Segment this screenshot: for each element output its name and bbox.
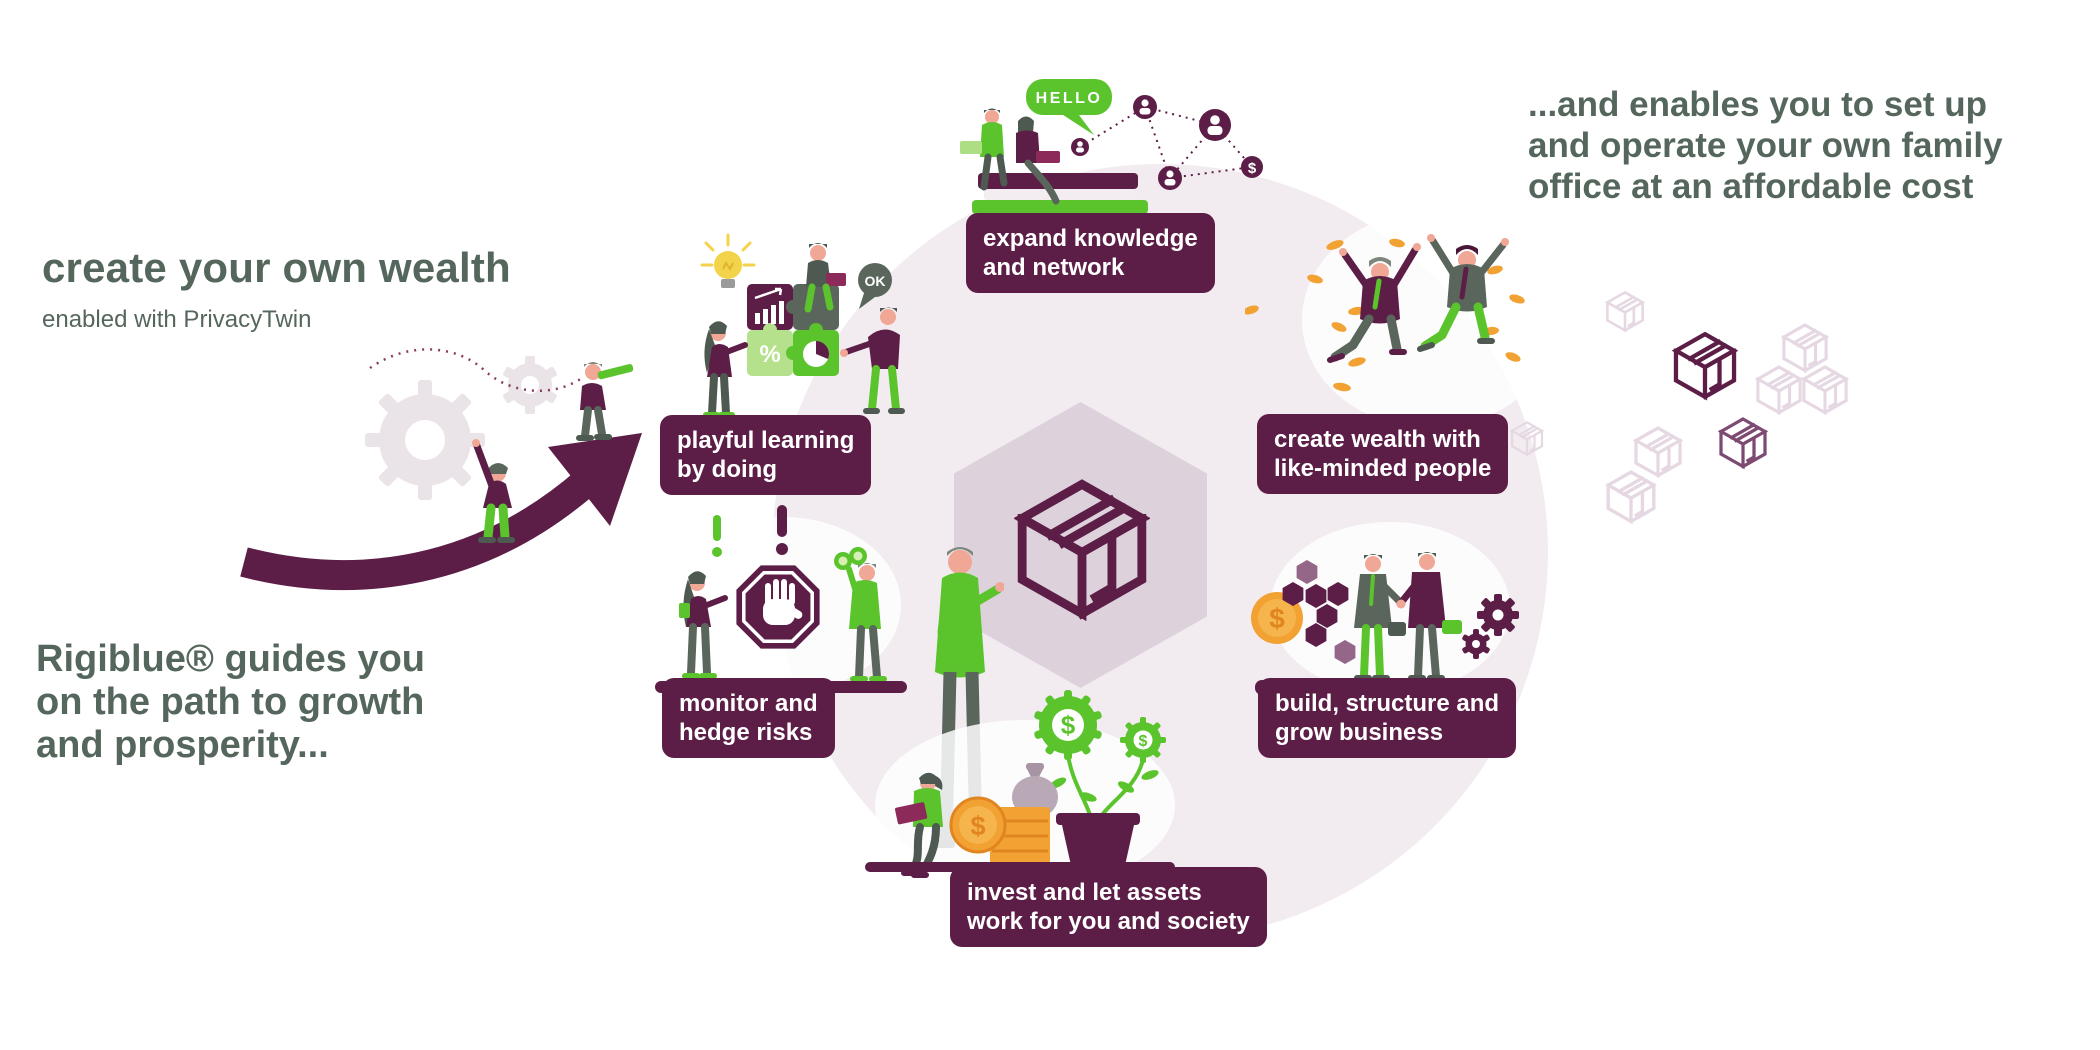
badge-line: hedge risks [679, 719, 813, 746]
badge-line: work for you and society [967, 908, 1250, 935]
briefcase-icon [1388, 622, 1406, 636]
cube-icon-light [1605, 290, 1645, 334]
network-node-person-icon [1071, 138, 1089, 156]
background-blob [1270, 522, 1510, 694]
coin-stack: $ [949, 796, 1050, 865]
laptop-icon [960, 141, 982, 154]
bar-chart-icon [754, 287, 784, 324]
laptop-icon [895, 802, 928, 825]
dollar-flower-icon: $ [1120, 717, 1166, 763]
svg-text:$: $ [1061, 710, 1076, 740]
gear-icon [503, 356, 557, 414]
svg-text:$: $ [1269, 603, 1285, 634]
badge-line: like-minded people [1274, 455, 1492, 482]
person-laptop [1016, 116, 1060, 205]
person-with-book [679, 571, 728, 679]
person-telescope [576, 362, 634, 441]
right-note-line: and operate your own family [1528, 126, 2003, 165]
badge-invest-assets: invest and let assets work for you and s… [950, 867, 1267, 947]
person-binoculars [834, 547, 887, 682]
person-handshake [1354, 554, 1406, 681]
gear-icon [365, 380, 485, 500]
right-note: ...and enables you to set up and operate… [1528, 84, 2003, 207]
left-note-line: and prosperity... [36, 724, 329, 766]
badge-line: invest and let assets [967, 879, 1202, 906]
percent-glyph: % [759, 341, 780, 368]
left-note-line: on the path to growth [36, 681, 425, 723]
binoculars-icon [834, 547, 867, 570]
knowledge-network-illustration: HELLO $ [960, 79, 1263, 220]
network-node-person-icon [1133, 95, 1157, 119]
cube-logo-icon [1014, 476, 1150, 626]
badge-line: playful learning [677, 427, 855, 454]
badge-expand-knowledge: expand knowledge and network [966, 213, 1215, 293]
headline: create your own wealth enabled with Priv… [42, 244, 511, 334]
plant-stems [1066, 754, 1145, 817]
gear-icon [1477, 594, 1519, 636]
network-node-person-icon [1199, 109, 1231, 141]
badge-playful-learning: playful learning by doing [660, 415, 872, 495]
laptop-icon [826, 273, 846, 286]
badge-line: create wealth with [1274, 426, 1481, 453]
build-business-illustration: $ [1251, 522, 1519, 695]
invest-assets-illustration: $ $ [865, 690, 1175, 885]
cube-icon-dark [1672, 330, 1738, 403]
left-note: Rigiblue® guides you on the path to grow… [36, 638, 425, 767]
svg-text:$: $ [970, 811, 985, 841]
ok-speech-bubble: OK [858, 263, 892, 309]
badge-line: expand knowledge [983, 225, 1198, 252]
growth-arrow-illustration [240, 348, 642, 590]
network-node-dollar-icon: $ [1241, 156, 1263, 178]
book-icon [679, 603, 690, 618]
badge-build-business: build, structure and grow business [1258, 678, 1517, 758]
badge-line: grow business [1275, 719, 1444, 746]
person-sitting-laptop [804, 243, 846, 313]
hello-speech-bubble: HELLO [1026, 79, 1112, 135]
stop-hand-icon [736, 565, 820, 649]
growth-arrow [240, 433, 642, 590]
plant-pot-icon [1056, 813, 1140, 870]
cube-cluster-light [1606, 426, 1682, 524]
hexagon-cluster [1282, 560, 1356, 664]
badge-line: by doing [677, 456, 777, 483]
network-node-person-icon [1158, 166, 1182, 190]
badge-line: build, structure and [1275, 690, 1500, 717]
svg-text:OK: OK [865, 273, 886, 289]
person-jumping [1417, 234, 1509, 352]
lightbulb-icon [700, 233, 756, 288]
person-pointing [472, 439, 515, 543]
cube-cluster-light [1756, 323, 1848, 415]
laptop-icon [1036, 151, 1060, 163]
monitor-risks-illustration [655, 505, 907, 693]
dollar-flower-icon: $ [1034, 690, 1102, 760]
cube-icon-medium [1718, 416, 1768, 471]
briefcase-icon [1442, 620, 1462, 634]
puzzle-learning-illustration: % OK [700, 233, 905, 418]
exclamation-icon [712, 505, 788, 557]
svg-text:HELLO: HELLO [1036, 90, 1103, 107]
svg-text:$: $ [1139, 733, 1148, 750]
right-note-line: office at an affordable cost [1528, 167, 1974, 206]
badge-create-wealth: create wealth with like-minded people [1257, 414, 1509, 494]
person-jumping [1327, 243, 1421, 363]
badge-line: and network [983, 254, 1125, 281]
svg-text:$: $ [1248, 160, 1257, 177]
person-standing [703, 321, 748, 418]
telescope-icon [597, 364, 634, 380]
pie-chart-icon [803, 341, 829, 367]
badge-line: monitor and [679, 690, 818, 717]
coin-icon: $ [1251, 592, 1303, 644]
left-note-line: Rigiblue® guides you [36, 638, 426, 680]
person-bending [840, 307, 905, 414]
badge-monitor-risks: monitor and hedge risks [662, 678, 835, 758]
person-laptop [960, 108, 1008, 191]
right-note-line: ...and enables you to set up [1528, 85, 1987, 124]
headline-subtitle: enabled with PrivacyTwin [42, 306, 312, 333]
cube-icon-light [1510, 420, 1544, 458]
jumping-people-illustration [1245, 215, 1530, 420]
gear-icon [1462, 629, 1490, 659]
headline-title: create your own wealth [42, 244, 511, 291]
